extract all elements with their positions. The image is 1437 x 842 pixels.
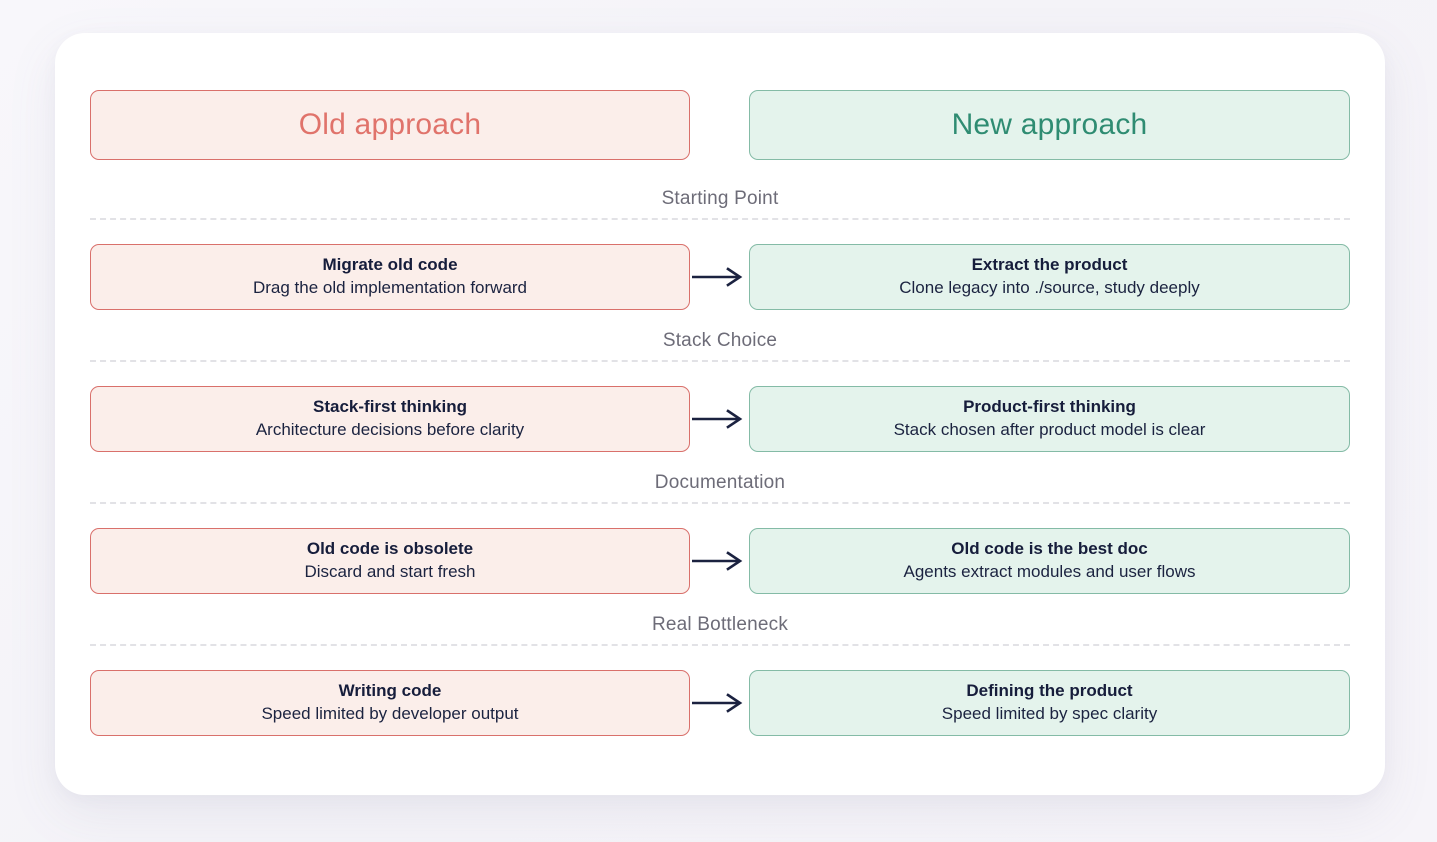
card-title: Migrate old code bbox=[322, 255, 458, 275]
section-label: Documentation bbox=[654, 472, 786, 493]
comparison-pair: Old code is obsolete Discard and start f… bbox=[90, 528, 1350, 594]
card-subtitle: Discard and start fresh bbox=[304, 562, 476, 581]
comparison-pair: Migrate old code Drag the old implementa… bbox=[90, 244, 1350, 310]
card-subtitle: Clone legacy into ./source, study deeply bbox=[899, 278, 1200, 297]
card-title: Defining the product bbox=[966, 681, 1133, 701]
section-divider bbox=[90, 218, 1350, 220]
card-title: Stack-first thinking bbox=[313, 397, 467, 417]
card-new-approach: Product-first thinking Stack chosen afte… bbox=[749, 386, 1350, 452]
card-subtitle: Agents extract modules and user flows bbox=[903, 562, 1196, 581]
card-old-approach: Stack-first thinking Architecture decisi… bbox=[90, 386, 690, 452]
card-new-approach: Defining the product Speed limited by sp… bbox=[749, 670, 1350, 736]
card-title: Product-first thinking bbox=[963, 397, 1136, 417]
arrow-right-icon bbox=[690, 408, 746, 430]
section-stack-choice: Stack Choice Stack-first thinking Archit… bbox=[90, 312, 1350, 452]
section-divider bbox=[90, 360, 1350, 362]
section-divider bbox=[90, 644, 1350, 646]
arrow-right-icon bbox=[690, 266, 746, 288]
column-header-old-approach: Old approach bbox=[90, 90, 690, 160]
card-old-approach: Migrate old code Drag the old implementa… bbox=[90, 244, 690, 310]
arrow-right-icon bbox=[690, 692, 746, 714]
card-title: Old code is the best doc bbox=[951, 539, 1148, 559]
comparison-pair: Stack-first thinking Architecture decisi… bbox=[90, 386, 1350, 452]
section-starting-point: Starting Point Migrate old code Drag the… bbox=[90, 170, 1350, 310]
card-subtitle: Speed limited by developer output bbox=[261, 704, 519, 723]
section-label: Stack Choice bbox=[662, 330, 778, 351]
section-documentation: Documentation Old code is obsolete Disca… bbox=[90, 454, 1350, 594]
section-label: Real Bottleneck bbox=[651, 614, 789, 635]
card-new-approach: Old code is the best doc Agents extract … bbox=[749, 528, 1350, 594]
section-label: Starting Point bbox=[661, 188, 779, 209]
comparison-rows: Starting Point Migrate old code Drag the… bbox=[90, 170, 1350, 738]
card-title: Extract the product bbox=[971, 255, 1128, 275]
column-headers: Old approach New approach bbox=[90, 90, 1350, 160]
card-old-approach: Old code is obsolete Discard and start f… bbox=[90, 528, 690, 594]
card-title: Old code is obsolete bbox=[306, 539, 474, 559]
card-subtitle: Architecture decisions before clarity bbox=[255, 420, 525, 439]
comparison-panel: Old approach New approach Starting Point… bbox=[55, 33, 1385, 795]
card-subtitle: Drag the old implementation forward bbox=[252, 278, 528, 297]
card-old-approach: Writing code Speed limited by developer … bbox=[90, 670, 690, 736]
comparison-pair: Writing code Speed limited by developer … bbox=[90, 670, 1350, 736]
card-new-approach: Extract the product Clone legacy into ./… bbox=[749, 244, 1350, 310]
section-divider bbox=[90, 502, 1350, 504]
arrow-right-icon bbox=[690, 550, 746, 572]
card-subtitle: Speed limited by spec clarity bbox=[941, 704, 1158, 723]
card-title: Writing code bbox=[338, 681, 442, 701]
card-subtitle: Stack chosen after product model is clea… bbox=[893, 420, 1206, 439]
column-header-new-approach: New approach bbox=[749, 90, 1350, 160]
section-real-bottleneck: Real Bottleneck Writing code Speed limit… bbox=[90, 596, 1350, 736]
